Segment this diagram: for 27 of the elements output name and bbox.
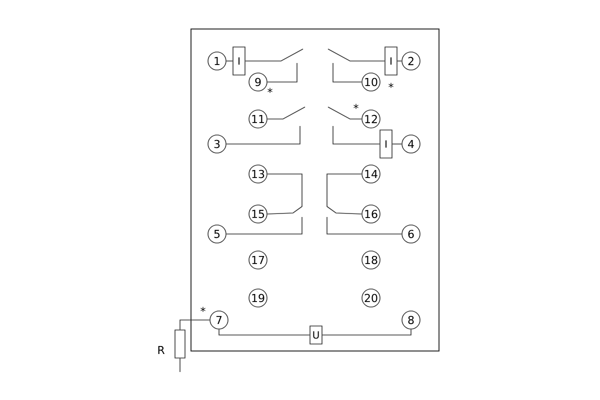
star-mark: * xyxy=(388,82,394,88)
coil-box: I xyxy=(232,46,246,76)
coil-box: U xyxy=(310,326,322,344)
resistor-label: R xyxy=(158,346,165,354)
wire xyxy=(245,48,304,62)
wire xyxy=(397,60,402,62)
star-mark: * xyxy=(200,306,206,312)
wire xyxy=(180,320,210,330)
wire xyxy=(326,216,402,234)
wire xyxy=(226,216,302,234)
resistor-symbol xyxy=(174,330,186,358)
wire xyxy=(267,106,306,120)
wire xyxy=(267,62,298,82)
coil-box: I xyxy=(384,46,398,76)
wire xyxy=(322,329,412,336)
wire xyxy=(328,106,362,120)
wire xyxy=(218,329,310,336)
coil-box: I xyxy=(380,130,392,158)
star-mark: * xyxy=(268,88,272,93)
wire xyxy=(226,60,233,62)
wire xyxy=(332,126,380,144)
wire xyxy=(267,174,302,214)
wire xyxy=(328,48,385,62)
wire xyxy=(326,174,362,214)
wire xyxy=(226,126,300,144)
star-mark: * xyxy=(354,104,358,109)
wire xyxy=(332,62,362,82)
